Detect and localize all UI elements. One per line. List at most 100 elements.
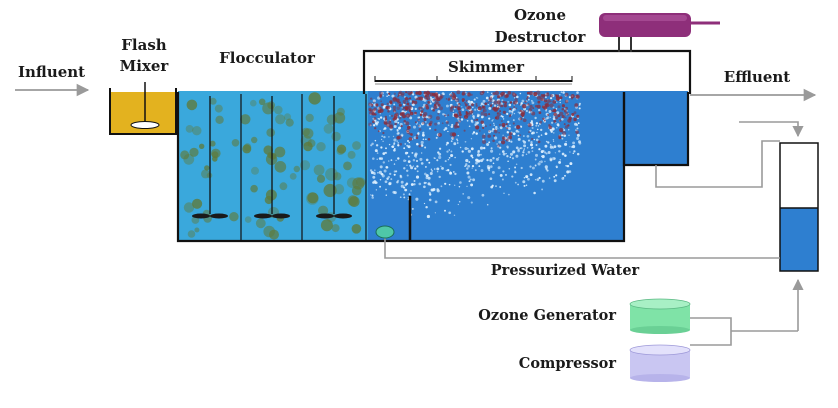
sludge-particle xyxy=(484,102,488,106)
ozone-destructor-label-line1: Ozone xyxy=(514,6,566,24)
bubble xyxy=(424,146,427,149)
sludge-particle xyxy=(387,110,390,113)
sludge-particle xyxy=(399,101,401,104)
bubble xyxy=(569,162,573,166)
floc-particle xyxy=(307,139,316,148)
bubble xyxy=(519,103,522,106)
bubble xyxy=(459,181,462,184)
bubble xyxy=(526,134,530,138)
bubble xyxy=(534,179,537,181)
floc-particle xyxy=(215,115,224,125)
bubble xyxy=(428,191,432,195)
bubble xyxy=(526,146,529,149)
bubble xyxy=(379,113,381,115)
bubble xyxy=(447,124,450,127)
bubble xyxy=(400,133,404,137)
sludge-particle xyxy=(457,125,460,128)
sludge-particle xyxy=(539,96,542,99)
bubble xyxy=(383,127,387,130)
bubble xyxy=(505,173,507,176)
bubble xyxy=(544,151,547,154)
saturator-water xyxy=(780,208,818,271)
bubble xyxy=(576,136,580,141)
bubble xyxy=(436,189,440,193)
sludge-particle xyxy=(467,92,471,97)
bubble xyxy=(423,98,427,102)
bubble xyxy=(538,148,541,151)
bubble xyxy=(547,141,550,144)
bubble xyxy=(499,153,501,155)
bubble xyxy=(382,94,385,97)
sludge-particle xyxy=(568,116,572,121)
bubble xyxy=(507,101,509,103)
sludge-particle xyxy=(528,107,533,112)
sludge-particle xyxy=(449,132,454,137)
sludge-particle xyxy=(433,103,437,107)
bubble xyxy=(559,94,561,96)
bubble xyxy=(531,147,533,150)
sludge-particle xyxy=(454,106,457,109)
sludge-particle xyxy=(427,100,431,104)
floc-particle xyxy=(187,230,196,238)
bubble xyxy=(527,177,530,181)
bubble xyxy=(470,154,473,157)
bubble xyxy=(467,175,471,179)
bubble xyxy=(576,91,579,94)
sludge-particle xyxy=(373,116,377,121)
sludge-particle xyxy=(459,116,462,119)
bubble xyxy=(427,182,431,186)
bubble xyxy=(486,158,489,162)
bubble xyxy=(531,126,534,130)
sludge-particle xyxy=(423,111,428,117)
bubble xyxy=(397,142,399,144)
bubble xyxy=(480,169,484,173)
bubble xyxy=(393,138,397,142)
bubble xyxy=(501,178,504,181)
bubble xyxy=(511,110,514,113)
sludge-particle xyxy=(397,135,402,140)
floc-particle xyxy=(251,136,258,144)
bubble xyxy=(517,134,520,137)
bubble xyxy=(561,134,564,137)
sludge-particle xyxy=(488,96,493,100)
compressor-cylinder xyxy=(629,344,691,382)
bubble xyxy=(422,131,425,134)
bubble xyxy=(499,173,503,177)
sludge-particle xyxy=(561,104,565,108)
sludge-particle xyxy=(434,100,439,105)
bubble xyxy=(403,167,406,170)
bubble xyxy=(401,107,403,109)
sludge-particle xyxy=(456,90,461,95)
bubble xyxy=(467,149,471,153)
saturator-tank xyxy=(779,142,819,272)
bubble xyxy=(553,175,556,178)
sludge-particle xyxy=(550,109,553,112)
bubble xyxy=(519,92,522,95)
floc-particle xyxy=(305,113,314,122)
sludge-particle xyxy=(434,98,438,101)
sludge-particle xyxy=(380,103,384,107)
sludge-particle xyxy=(493,107,498,112)
bubble xyxy=(522,151,525,154)
sludge-particle xyxy=(481,134,486,139)
bubble xyxy=(486,203,489,206)
sludge-particle xyxy=(541,105,545,109)
sludge-particle xyxy=(410,92,413,94)
bubble xyxy=(531,100,533,102)
floc-particle xyxy=(229,212,239,222)
bubble xyxy=(561,152,565,156)
bubble xyxy=(462,193,465,195)
sludge-particle xyxy=(405,113,411,118)
sludge-particle xyxy=(489,104,493,108)
sludge-particle xyxy=(428,91,431,94)
bubble xyxy=(403,159,406,163)
sludge-particle xyxy=(410,133,413,136)
bubble xyxy=(508,103,512,107)
sludge-particle xyxy=(571,112,575,117)
sludge-particle xyxy=(368,122,372,127)
bubble xyxy=(442,93,445,96)
bubble xyxy=(576,124,578,127)
bubble xyxy=(447,130,449,133)
bubble xyxy=(569,151,571,153)
sludge-particle xyxy=(419,113,423,117)
